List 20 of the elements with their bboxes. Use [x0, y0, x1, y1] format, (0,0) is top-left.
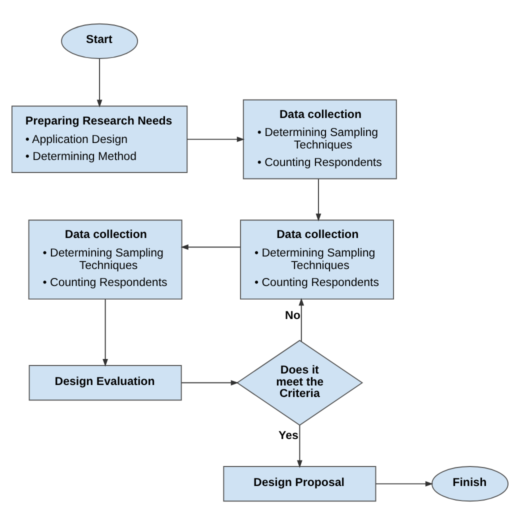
edge-label: Yes	[278, 430, 298, 442]
node-box: Data collection • Determining Sampling Techniques • Counting Respondents	[28, 220, 182, 300]
node-ellipse: Finish	[432, 466, 509, 502]
arrow	[180, 244, 241, 250]
arrow	[298, 298, 304, 342]
arrow	[181, 380, 239, 386]
node-box: Design Evaluation	[28, 364, 182, 401]
node-box: Data collection • Determining Sampling Techniques • Counting Respondents	[242, 99, 397, 180]
node-box: Data collection • Determining Sampling Techniques • Counting Respondents	[240, 220, 394, 300]
arrow	[102, 298, 108, 367]
arrow	[297, 424, 302, 468]
arrow	[316, 178, 322, 222]
node-box: Design Proposal	[223, 466, 376, 502]
edge-label: No	[285, 310, 300, 322]
node-box: Preparing Research Needs • Application Design • Determining Method	[11, 106, 188, 173]
arrow	[96, 58, 102, 108]
node-ellipse: Start	[61, 23, 138, 59]
arrow	[375, 481, 434, 487]
arrow	[186, 136, 245, 142]
node-diamond: Does it meet the Criteria	[236, 340, 364, 426]
